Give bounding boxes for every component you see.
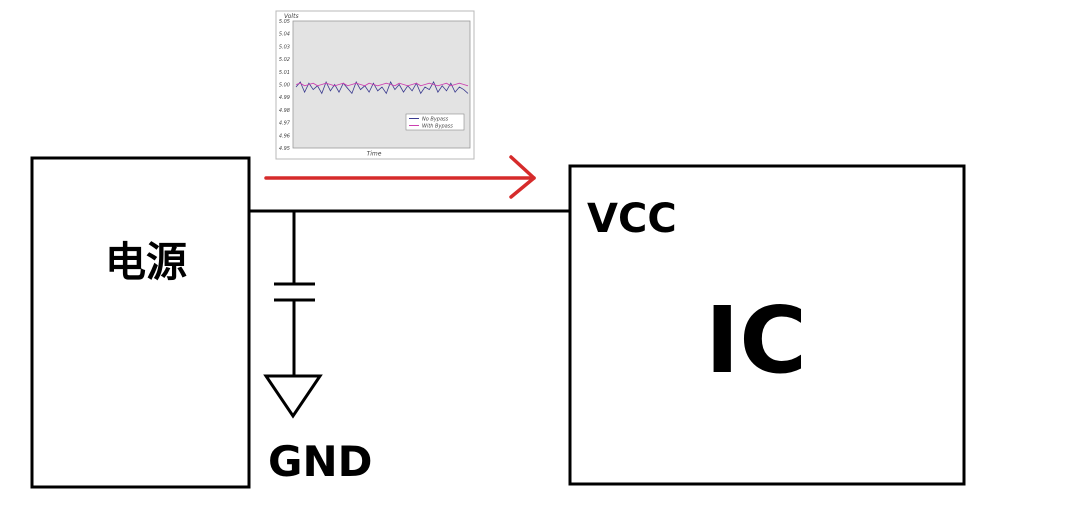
chart-y-ticks: 5.05 5.04 5.03 5.02 5.01 5.00 4.99 4.98 4.97 4.96… [279, 19, 291, 152]
legend-label-no-bypass: No Bypass [422, 117, 449, 123]
series-line-no-bypass [295, 80, 469, 95]
y-tick-label: 5.01 [279, 70, 290, 76]
chart-x-axis-title: Time [367, 151, 382, 158]
ground-symbol [263, 374, 323, 419]
ic-label: IC [705, 287, 807, 394]
y-tick-label: 4.95 [279, 146, 290, 152]
power-supply-block [30, 156, 251, 489]
y-tick-label: 5.04 [279, 32, 290, 38]
arrow-head [509, 155, 536, 199]
bypass-capacitor [274, 211, 315, 376]
chart-legend: No Bypass With Bypass [405, 113, 465, 131]
y-tick-label: 5.05 [279, 19, 290, 25]
y-tick-label: 5.00 [279, 83, 290, 89]
series-line-with-bypass [295, 82, 469, 87]
chart-y-axis-title: Volts [284, 13, 299, 20]
power-supply-label: 电源 [105, 238, 187, 286]
ic-block [568, 164, 966, 486]
y-tick-label: 4.96 [279, 133, 290, 139]
chart-series [295, 80, 469, 95]
vcc-pin-label: VCC [587, 196, 677, 242]
y-tick-label: 4.97 [279, 121, 291, 127]
y-tick-label: 5.03 [279, 44, 290, 50]
y-tick-label: 5.02 [279, 57, 290, 63]
current-flow-arrow [264, 155, 536, 199]
legend-box [405, 113, 465, 131]
y-tick-label: 4.98 [279, 108, 290, 114]
voltage-ripple-chart: Volts 5.05 5.04 5.03 5.02 5.01 5.00 4.99 4.98 4.… [275, 10, 475, 160]
legend-label-with-bypass: With Bypass [422, 124, 453, 130]
gnd-label: GND [268, 437, 373, 486]
y-tick-label: 4.99 [279, 95, 290, 101]
